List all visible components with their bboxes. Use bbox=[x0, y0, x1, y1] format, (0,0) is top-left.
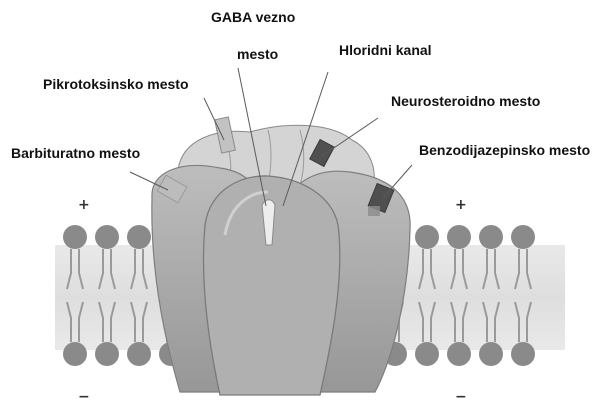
lipid-head bbox=[127, 342, 151, 366]
lipid-head bbox=[127, 225, 151, 249]
lipid-head bbox=[447, 225, 471, 249]
label-gaba-binding-site-line2: mesto bbox=[237, 46, 278, 62]
label-picrotoxin-site: Pikrotoksinsko mesto bbox=[43, 76, 189, 92]
lipid-head bbox=[415, 225, 439, 249]
label-gaba-binding-site-line1: GABA vezno bbox=[211, 9, 295, 25]
label-neurosteroid-site: Neurosteroidno mesto bbox=[391, 93, 540, 109]
plus-sign-left: + bbox=[78, 198, 90, 212]
lipid-head bbox=[479, 342, 503, 366]
lipid-head bbox=[63, 225, 87, 249]
lipid-head bbox=[95, 225, 119, 249]
lipid-head bbox=[447, 342, 471, 366]
minus-sign-left: − bbox=[78, 390, 90, 404]
lipid-head bbox=[479, 225, 503, 249]
plus-sign-right: + bbox=[455, 198, 467, 212]
label-chloride-channel: Hloridni kanal bbox=[339, 42, 432, 58]
lipid-head bbox=[511, 342, 535, 366]
label-benzodiazepine-site: Benzodijazepinsko mesto bbox=[419, 142, 590, 158]
minus-sign-right: − bbox=[455, 390, 467, 404]
lipid-head bbox=[415, 342, 439, 366]
lipid-head bbox=[95, 342, 119, 366]
benzodiazepine-site-shadow bbox=[368, 206, 380, 216]
label-barbiturate-site: Barbituratno mesto bbox=[11, 145, 140, 161]
lipid-head bbox=[63, 342, 87, 366]
lipid-head bbox=[511, 225, 535, 249]
